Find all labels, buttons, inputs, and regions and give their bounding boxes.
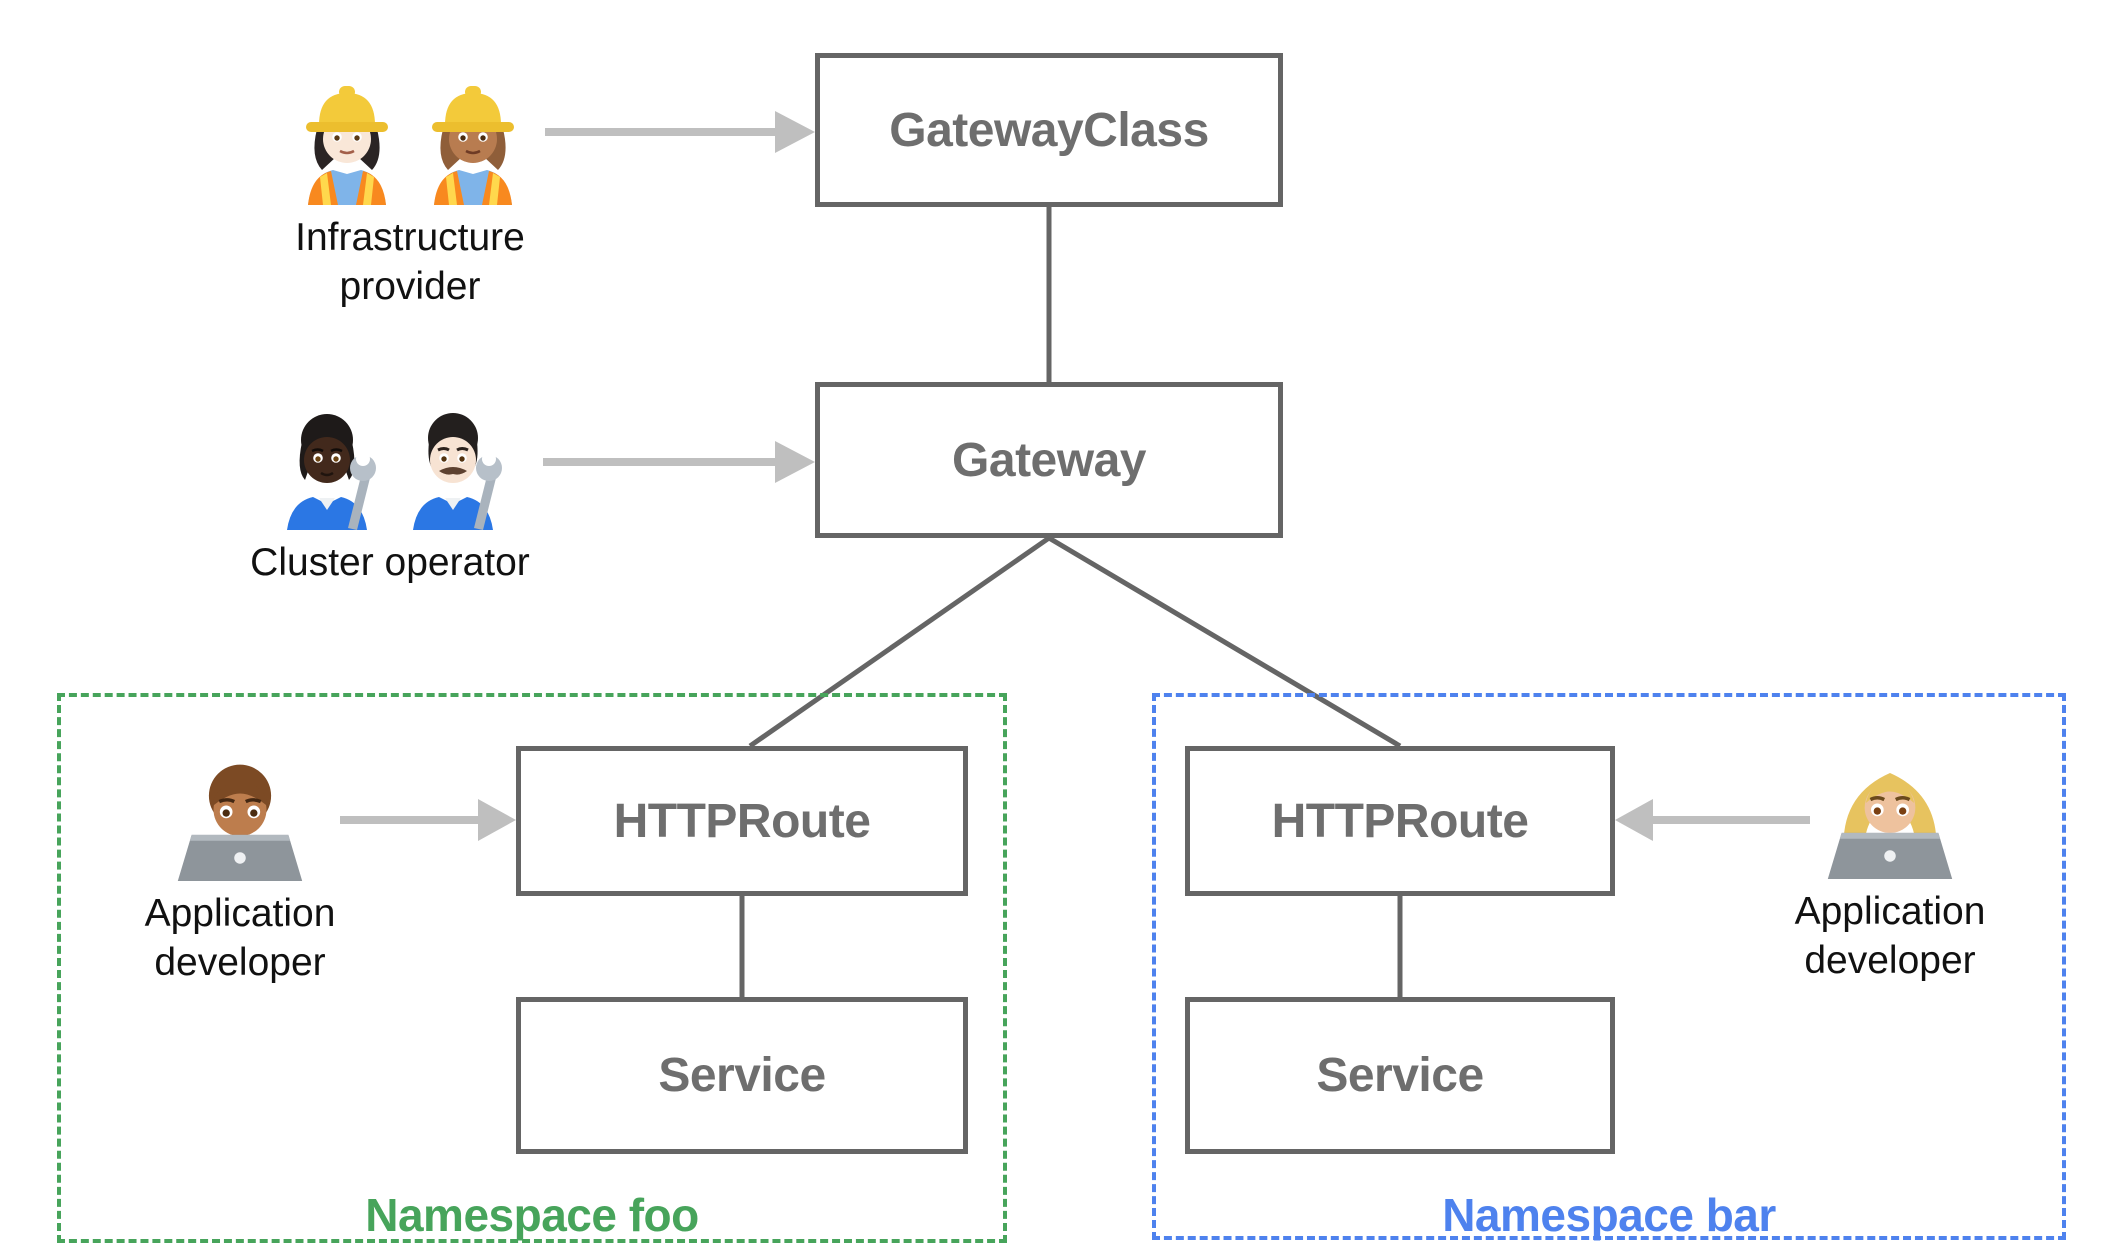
man-mechanic-light-skin-emoji <box>413 413 502 530</box>
namespace-bar-boundary <box>1152 693 2066 1240</box>
node-httproute-foo: HTTPRoute <box>516 746 968 896</box>
connector-gateway-to-httproute-foo <box>748 535 1051 749</box>
node-service-bar: Service <box>1185 997 1615 1154</box>
persona-cluster-operator: Cluster operator <box>240 398 540 587</box>
work-shirt <box>413 497 493 530</box>
woman-construction-worker-medium-skin-emoji <box>432 86 514 205</box>
hard-hat <box>445 93 501 125</box>
infrastructure-provider-icons <box>295 73 525 205</box>
node-service-foo: Service <box>516 997 968 1154</box>
node-service-foo-label: Service <box>658 1049 826 1102</box>
application-developer-bar-icons <box>1815 750 1965 879</box>
mustache <box>439 467 467 475</box>
node-gatewayclass-label: GatewayClass <box>889 103 1209 157</box>
connector-gateway-to-httproute-bar <box>1047 535 1402 749</box>
node-httproute-bar: HTTPRoute <box>1185 746 1615 896</box>
arrow-app-developer-to-httproute-foo <box>340 799 516 841</box>
cluster-operator-icons <box>275 398 505 530</box>
face <box>430 437 476 483</box>
arrow-cluster-operator-to-gateway <box>543 441 815 483</box>
node-gateway-label: Gateway <box>952 433 1146 487</box>
laptop-logo <box>1884 850 1896 862</box>
arrow-app-developer-to-httproute-bar <box>1615 799 1810 841</box>
namespace-bar-label: Namespace bar <box>1442 1189 1776 1241</box>
persona-infrastructure-provider: Infrastructure provider <box>260 73 560 311</box>
work-shirt <box>287 497 367 530</box>
woman-construction-worker-light-skin-emoji <box>306 86 388 205</box>
wrench <box>348 452 376 530</box>
application-developer-foo-icons <box>165 752 315 881</box>
infrastructure-provider-label: Infrastructure provider <box>295 216 525 308</box>
hair <box>1843 773 1937 870</box>
namespace-foo-label: Namespace foo <box>365 1189 699 1241</box>
person-mechanic-dark-skin-emoji <box>287 414 376 530</box>
namespace-foo-boundary <box>57 693 1007 1243</box>
application-developer-bar-label: Application developer <box>1794 890 1986 982</box>
laptop-logo <box>234 852 246 864</box>
node-gatewayclass: GatewayClass <box>815 53 1283 207</box>
node-httproute-bar-label: HTTPRoute <box>1271 794 1529 848</box>
cluster-operator-label: Cluster operator <box>250 541 530 584</box>
persona-application-developer-foo: Application developer <box>90 752 390 987</box>
persona-application-developer-bar: Application developer <box>1740 750 2040 985</box>
arrow-infrastructure-provider-to-gatewayclass <box>545 111 815 153</box>
wrench <box>474 452 502 530</box>
man-technologist-medium-skin-emoji <box>177 764 303 881</box>
hard-hat <box>319 93 375 125</box>
application-developer-foo-label: Application developer <box>144 892 336 984</box>
node-gateway: Gateway <box>815 382 1283 538</box>
node-httproute-foo-label: HTTPRoute <box>613 794 871 848</box>
node-service-bar-label: Service <box>1316 1049 1484 1102</box>
woman-technologist-blonde-emoji <box>1827 773 1953 879</box>
